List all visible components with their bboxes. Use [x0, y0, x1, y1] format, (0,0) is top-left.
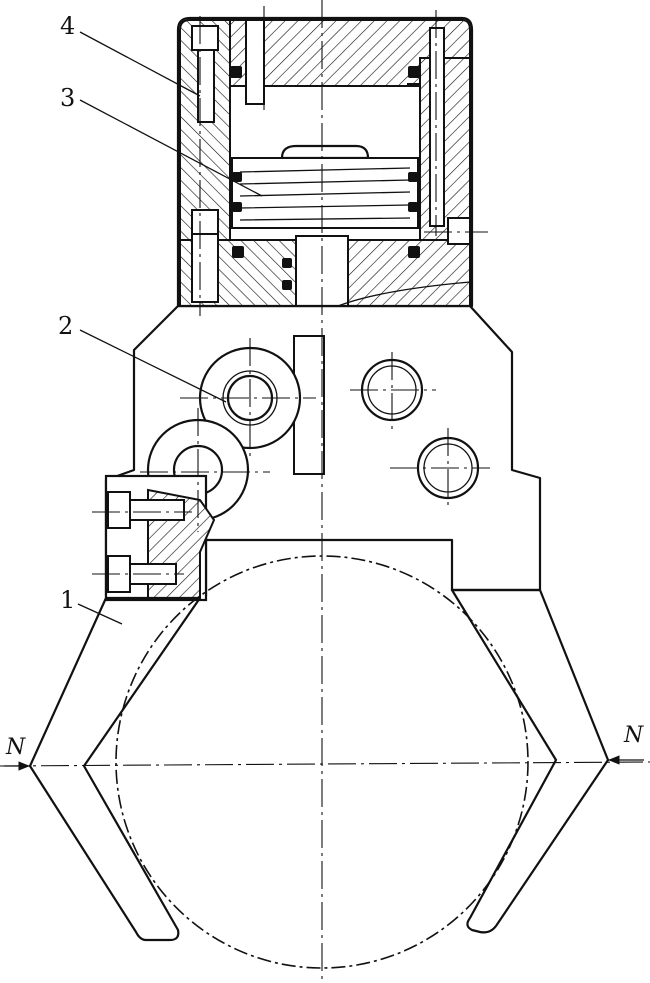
label-part-4: 4 [60, 12, 75, 40]
label-force-right: N [623, 723, 644, 748]
jaw-left [28, 596, 202, 942]
housing [104, 304, 542, 598]
label-part-2: 2 [58, 312, 73, 340]
jaw-right [450, 588, 610, 934]
cylinder-bolts [191, 19, 471, 303]
label-part-1: 1 [60, 586, 75, 614]
label-part-3: 3 [60, 84, 75, 112]
housing-holes [360, 358, 480, 500]
label-force-left: N [5, 735, 26, 760]
piston [231, 144, 419, 229]
cylinder-body [176, 16, 474, 308]
leader-lines [77, 31, 263, 625]
